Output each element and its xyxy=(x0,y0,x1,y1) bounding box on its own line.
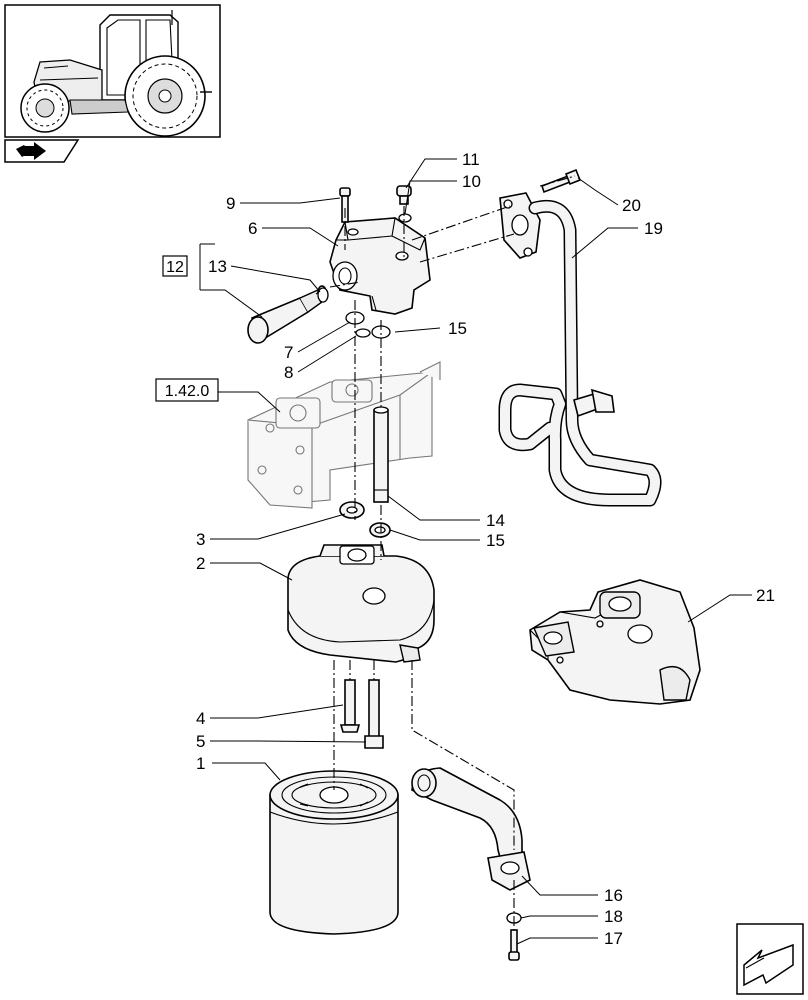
pipe-bolt xyxy=(540,168,582,194)
assembly-centerlines xyxy=(329,175,576,930)
alternate-filter-head xyxy=(529,579,701,705)
callout-13[interactable]: 13 xyxy=(208,257,227,276)
callout-labels: 1 2 3 4 5 6 7 8 9 10 11 13 14 15 15 16 1… xyxy=(196,150,775,948)
bolts xyxy=(339,679,384,749)
section-reference-label: 1.42.0 xyxy=(165,383,210,400)
leader-lines xyxy=(199,158,752,945)
callout-3[interactable]: 3 xyxy=(196,530,205,549)
book-arrow-icon[interactable] xyxy=(4,139,80,163)
filter-head xyxy=(287,544,435,663)
callout-1[interactable]: 1 xyxy=(196,754,205,773)
hydraulic-pump-reference xyxy=(247,361,441,509)
callout-4[interactable]: 4 xyxy=(196,709,205,728)
callout-19[interactable]: 19 xyxy=(644,219,663,238)
return-elbow xyxy=(411,767,531,961)
callout-18[interactable]: 18 xyxy=(604,907,623,926)
callout-7[interactable]: 7 xyxy=(284,343,293,362)
callout-2[interactable]: 2 xyxy=(196,554,205,573)
tractor-thumbnail-icon[interactable] xyxy=(4,4,221,138)
callout-9[interactable]: 9 xyxy=(226,194,235,213)
callout-20[interactable]: 20 xyxy=(622,196,641,215)
callout-17[interactable]: 17 xyxy=(604,929,623,948)
next-page-arrow-icon[interactable] xyxy=(736,923,804,995)
callout-8[interactable]: 8 xyxy=(284,363,293,382)
pipe-assembly xyxy=(498,192,662,507)
callout-15-lower[interactable]: 15 xyxy=(486,531,505,550)
kit-reference-box[interactable]: 12 xyxy=(162,255,188,277)
callout-21[interactable]: 21 xyxy=(756,586,775,605)
callout-11[interactable]: 11 xyxy=(462,150,480,169)
section-reference-box[interactable]: 1.42.0 xyxy=(155,378,219,402)
filter-cartridge xyxy=(269,770,399,935)
callout-15-upper[interactable]: 15 xyxy=(448,319,467,338)
callout-10[interactable]: 10 xyxy=(462,172,481,191)
callout-14[interactable]: 14 xyxy=(486,511,505,530)
relief-valve xyxy=(247,285,327,344)
callout-6[interactable]: 6 xyxy=(248,219,257,238)
callout-16[interactable]: 16 xyxy=(604,886,623,905)
callout-5[interactable]: 5 xyxy=(196,732,205,751)
kit-reference-label: 12 xyxy=(166,259,184,276)
